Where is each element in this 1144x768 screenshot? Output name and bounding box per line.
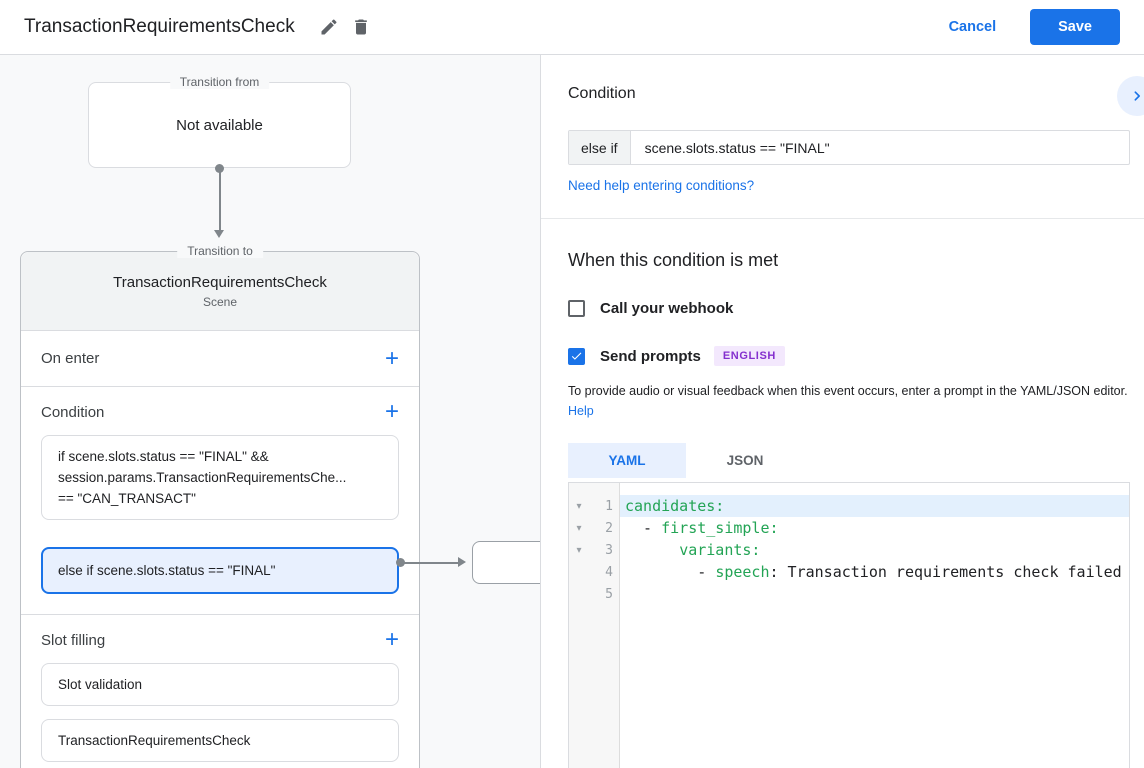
- condition-editor-row: else if: [568, 130, 1130, 165]
- call-webhook-checkbox[interactable]: [568, 300, 585, 317]
- condition-box-1[interactable]: if scene.slots.status == "FINAL" && sess…: [41, 435, 399, 520]
- code-line[interactable]: variants:: [620, 539, 1129, 561]
- condition-section-title: Condition: [41, 403, 105, 421]
- condition-text-line: else if scene.slots.status == "FINAL": [58, 563, 276, 578]
- condition-text-line: if scene.slots.status == "FINAL" &&: [58, 449, 269, 464]
- condition-box-2[interactable]: else if scene.slots.status == "FINAL": [41, 547, 399, 594]
- line-number: 4: [605, 564, 613, 580]
- add-on-enter-button[interactable]: +: [384, 344, 399, 372]
- send-prompts-row[interactable]: Send prompts ENGLISH: [568, 346, 1130, 366]
- code-token: -: [625, 563, 716, 581]
- connector-line-down: [218, 168, 221, 232]
- prompts-description-text: To provide audio or visual feedback when…: [568, 384, 1128, 398]
- edit-title-button[interactable]: [313, 11, 345, 43]
- detail-panel: Condition else if Need help entering con…: [541, 55, 1144, 768]
- line-number: 2: [605, 520, 613, 536]
- prompts-help-link[interactable]: Help: [568, 404, 594, 418]
- transition-to-label: Transition to: [177, 244, 263, 258]
- line-number: 3: [605, 542, 613, 558]
- chevron-right-icon: [1127, 86, 1144, 106]
- collapse-panel-button[interactable]: [1117, 76, 1144, 116]
- panel-divider: [541, 218, 1144, 219]
- code-token: [625, 541, 679, 559]
- send-prompts-checkbox[interactable]: [568, 347, 585, 365]
- fold-toggle-icon[interactable]: ▾: [576, 522, 582, 534]
- scene-node-title: TransactionRequirementsCheck: [113, 273, 327, 291]
- arrow-down-icon: [214, 230, 224, 238]
- gutter-row: 5: [569, 583, 619, 605]
- on-enter-title: On enter: [41, 350, 100, 367]
- scene-node: Transition to TransactionRequirementsChe…: [20, 244, 420, 768]
- pencil-icon: [319, 17, 339, 37]
- tab-json[interactable]: JSON: [686, 443, 804, 478]
- slot-item-transaction-requirements-check[interactable]: TransactionRequirementsCheck: [41, 719, 399, 762]
- connector-line-right: [403, 561, 459, 564]
- slot-item-validation[interactable]: Slot validation: [41, 663, 399, 706]
- transition-from-value: Not available: [176, 116, 263, 134]
- checkmark-icon: [571, 352, 582, 360]
- code-line[interactable]: - first_simple:: [620, 517, 1129, 539]
- top-bar: TransactionRequirementsCheck Cancel Save: [0, 0, 1144, 55]
- code-token: : Transaction requirements check failed: [769, 563, 1122, 581]
- transition-from-node[interactable]: Transition from Not available: [88, 75, 351, 168]
- gutter-row: 4: [569, 561, 619, 583]
- call-webhook-row[interactable]: Call your webhook: [568, 300, 1130, 317]
- add-condition-button[interactable]: +: [384, 398, 399, 425]
- slot-filling-title: Slot filling: [41, 631, 106, 649]
- code-token: first_simple:: [661, 519, 779, 537]
- gutter-row: ▾2: [569, 517, 619, 539]
- condition-prefix-label: else if: [569, 131, 631, 164]
- flow-canvas[interactable]: Transition from Not available Transition…: [0, 55, 541, 768]
- code-line[interactable]: candidates:: [620, 495, 1129, 517]
- code-line[interactable]: [620, 583, 1129, 605]
- line-number: 1: [605, 498, 613, 514]
- condition-text-line: == "CAN_TRANSACT": [58, 491, 196, 506]
- trash-icon: [351, 17, 371, 37]
- slot-filling-section: Slot filling + Slot validation Transacti…: [21, 615, 419, 768]
- save-button[interactable]: Save: [1030, 9, 1120, 45]
- cancel-button[interactable]: Cancel: [948, 19, 997, 35]
- when-condition-met-heading: When this condition is met: [568, 250, 779, 270]
- code-token: speech: [715, 563, 770, 581]
- call-webhook-label: Call your webhook: [600, 300, 734, 317]
- conditions-help-link[interactable]: Need help entering conditions?: [568, 178, 755, 193]
- connector-dot: [396, 558, 405, 567]
- code-line[interactable]: - speech: Transaction requirements check…: [620, 561, 1129, 583]
- editor-code[interactable]: candidates: - first_simple: variants: - …: [620, 483, 1129, 768]
- delete-scene-button[interactable]: [345, 11, 377, 43]
- prompts-description: To provide audio or visual feedback when…: [568, 381, 1134, 421]
- editor-format-tabs: YAML JSON: [568, 443, 1130, 478]
- scene-node-header[interactable]: TransactionRequirementsCheck Scene: [21, 252, 419, 331]
- condition-section: Condition + if scene.slots.status == "FI…: [21, 387, 419, 615]
- code-token: variants:: [679, 541, 761, 559]
- line-number: 5: [605, 586, 613, 602]
- gutter-row: ▾1: [569, 495, 619, 517]
- add-slot-button[interactable]: +: [384, 626, 399, 653]
- panel-title: Condition: [568, 85, 636, 102]
- main-body: Transition from Not available Transition…: [0, 55, 1144, 768]
- tab-yaml[interactable]: YAML: [568, 443, 686, 478]
- scene-node-subtitle: Scene: [202, 294, 238, 309]
- language-badge: ENGLISH: [713, 346, 785, 366]
- transition-target-node[interactable]: [472, 541, 540, 584]
- condition-expression-input[interactable]: [630, 131, 1129, 164]
- transition-from-label: Transition from: [169, 75, 270, 89]
- condition-text-line: session.params.TransactionRequirementsCh…: [58, 470, 347, 485]
- gutter-row: ▾3: [569, 539, 619, 561]
- code-token: -: [625, 519, 662, 537]
- fold-toggle-icon[interactable]: ▾: [576, 544, 582, 556]
- arrow-right-icon: [458, 557, 466, 567]
- send-prompts-label: Send prompts: [600, 347, 701, 365]
- code-token: candidates:: [625, 497, 725, 515]
- fold-toggle-icon[interactable]: ▾: [576, 500, 582, 512]
- on-enter-section: On enter +: [21, 331, 419, 387]
- page-title: TransactionRequirementsCheck: [24, 16, 295, 37]
